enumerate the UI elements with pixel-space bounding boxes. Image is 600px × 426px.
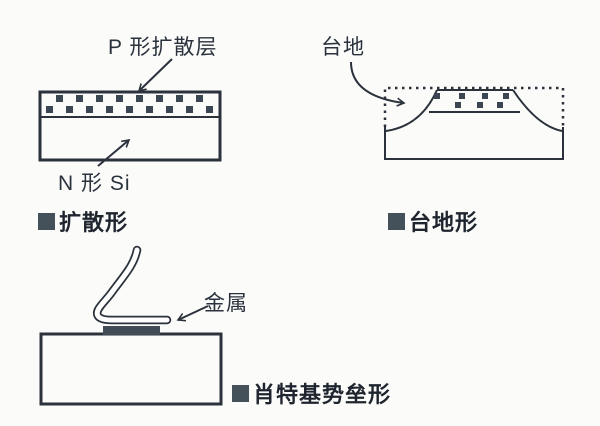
schottky-si-body: [39, 332, 223, 406]
metal-label: 金属: [204, 292, 248, 315]
metal-arrow-icon: [178, 305, 209, 320]
diffusion-dopant-dots: [46, 95, 213, 113]
diffusion-caption: 扩散形: [38, 205, 128, 237]
n-si-arrow-icon: [97, 140, 129, 167]
mesa-dopant-dots: [434, 93, 509, 108]
diffusion-caption-text: 扩散形: [59, 210, 129, 235]
mesa-base: [384, 127, 564, 160]
mesa-removed-outline: [383, 86, 565, 127]
diffusion-diagram: [38, 58, 222, 167]
mesa-caption: 台地形: [388, 205, 478, 237]
mesa-caption-text: 台地形: [409, 210, 479, 235]
mesa-right-slope: [512, 89, 563, 132]
caption-square-icon: [232, 384, 249, 402]
n-si-body: [38, 90, 222, 162]
n-si-label: N 形 Si: [58, 172, 131, 195]
mesa-label: 台地: [321, 36, 365, 59]
caption-square-icon: [388, 212, 405, 230]
mesa-arrow-icon: [350, 61, 404, 103]
whisker-wire: [94, 247, 170, 323]
caption-square-icon: [38, 212, 55, 230]
schottky-diagram: [39, 245, 223, 406]
schottky-caption: 肖特基势垒形: [232, 377, 391, 409]
schottky-caption-text: 肖特基势垒形: [253, 382, 392, 407]
p-diffusion-layer-label: P 形扩散层: [108, 36, 218, 59]
mesa-left-slope: [385, 89, 438, 132]
mesa-diagram: [350, 61, 565, 160]
p-layer-arrow-icon: [139, 58, 173, 91]
metal-layer: [103, 326, 160, 335]
